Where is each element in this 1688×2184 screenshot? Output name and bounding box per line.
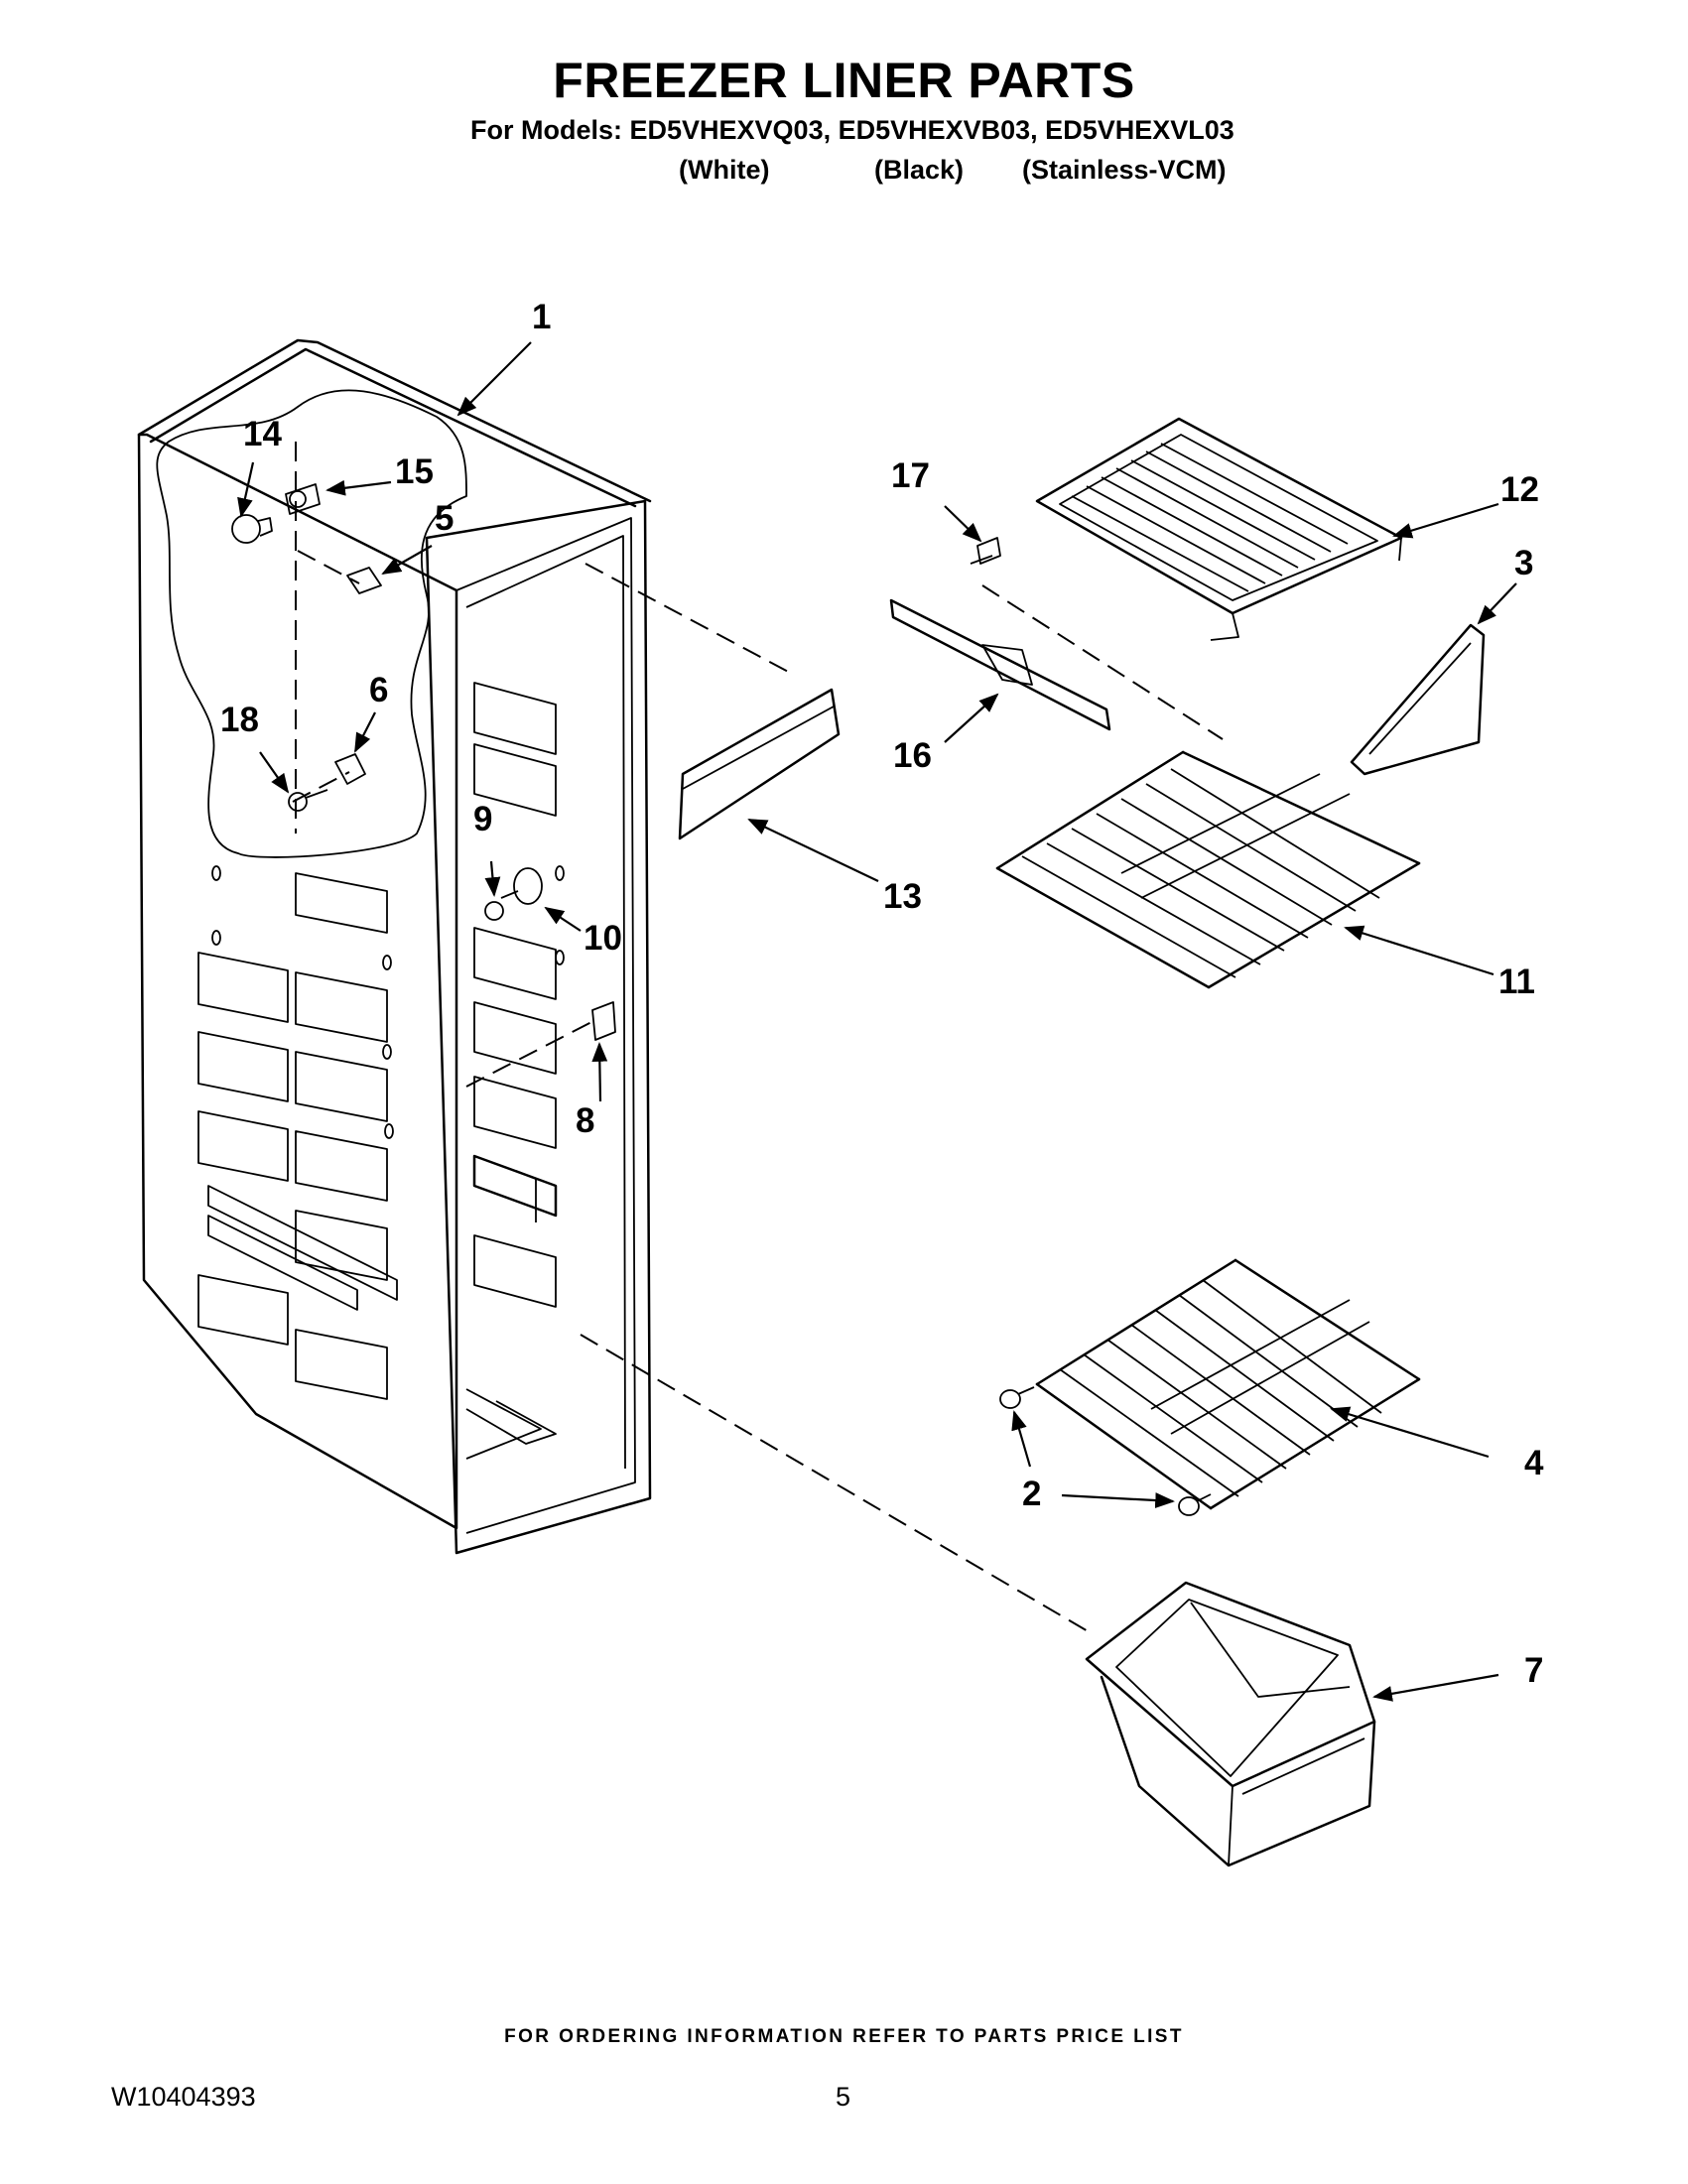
wire-shelf-upper <box>995 750 1421 989</box>
screw-9 <box>484 901 504 921</box>
dash-line-5 <box>297 550 360 584</box>
shelf-bracket <box>889 598 1111 731</box>
freezer-liner <box>137 338 652 1555</box>
clip-8 <box>591 1001 616 1041</box>
variant-black: (Black) <box>874 155 965 185</box>
callout-13: 13 <box>883 877 922 916</box>
callout-7: 7 <box>1524 1651 1544 1690</box>
shelf-stud-lower <box>1178 1493 1212 1516</box>
callout-16: 16 <box>893 736 932 775</box>
dash-line-8 <box>465 1019 596 1088</box>
page-title: FREEZER LINER PARTS <box>553 53 1135 108</box>
freezer-bin <box>1085 1581 1376 1867</box>
leader-lines <box>237 341 1517 1702</box>
wire-shelf-lower <box>1035 1258 1421 1510</box>
document-number: W10404393 <box>111 2082 256 2112</box>
bushing-10 <box>500 867 543 905</box>
dash-line-3 <box>981 584 1224 740</box>
light-bulb <box>231 514 273 544</box>
dash-line-18 <box>292 771 350 803</box>
callout-1: 1 <box>532 298 552 336</box>
shelf-stud-upper <box>999 1386 1035 1409</box>
bracket-6 <box>334 753 366 785</box>
page-number: 5 <box>836 2082 851 2112</box>
dash-line-7 <box>580 1334 1091 1633</box>
callout-10: 10 <box>584 919 622 958</box>
callout-3: 3 <box>1514 544 1534 582</box>
variant-stainless: (Stainless-VCM) <box>1022 155 1227 185</box>
callout-6: 6 <box>369 671 389 709</box>
callout-2: 2 <box>1022 1475 1042 1513</box>
light-socket <box>285 483 321 515</box>
callout-4: 4 <box>1524 1444 1544 1482</box>
callout-18: 18 <box>220 701 259 739</box>
callout-9: 9 <box>473 800 493 838</box>
variant-white: (White) <box>679 155 770 185</box>
models-line: For Models: ED5VHEXVQ03, ED5VHEXVB03, ED… <box>470 115 1234 145</box>
ordering-note: FOR ORDERING INFORMATION REFER TO PARTS … <box>504 2026 1184 2047</box>
callout-8: 8 <box>576 1101 595 1140</box>
callout-5: 5 <box>435 499 454 538</box>
glass-shelf <box>1035 417 1403 641</box>
callout-15: 15 <box>395 452 434 491</box>
vent-cover <box>678 688 841 840</box>
clip-5 <box>346 567 382 594</box>
shelf-trim <box>1350 623 1486 776</box>
callout-12: 12 <box>1500 470 1539 509</box>
callout-11: 11 <box>1498 963 1535 1001</box>
screw-18 <box>288 789 328 812</box>
dash-line-13 <box>584 563 795 676</box>
bracket-screw <box>970 537 1001 565</box>
callout-17: 17 <box>891 456 930 495</box>
callout-14: 14 <box>243 415 282 453</box>
